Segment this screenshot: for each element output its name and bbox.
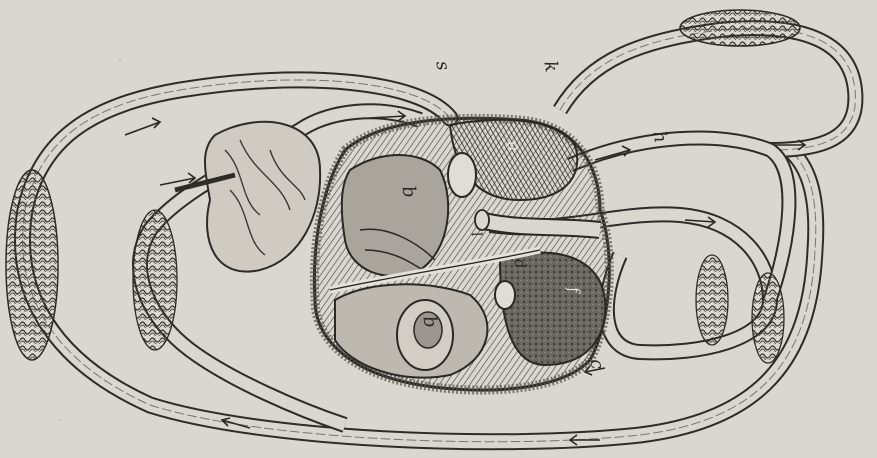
label-k: k [539, 59, 562, 73]
label-s: s [431, 59, 453, 72]
left-middle-capillaries [133, 210, 177, 350]
left-capillary-network [6, 170, 58, 360]
heart-body [314, 118, 609, 390]
top-capillary-network [680, 10, 800, 46]
